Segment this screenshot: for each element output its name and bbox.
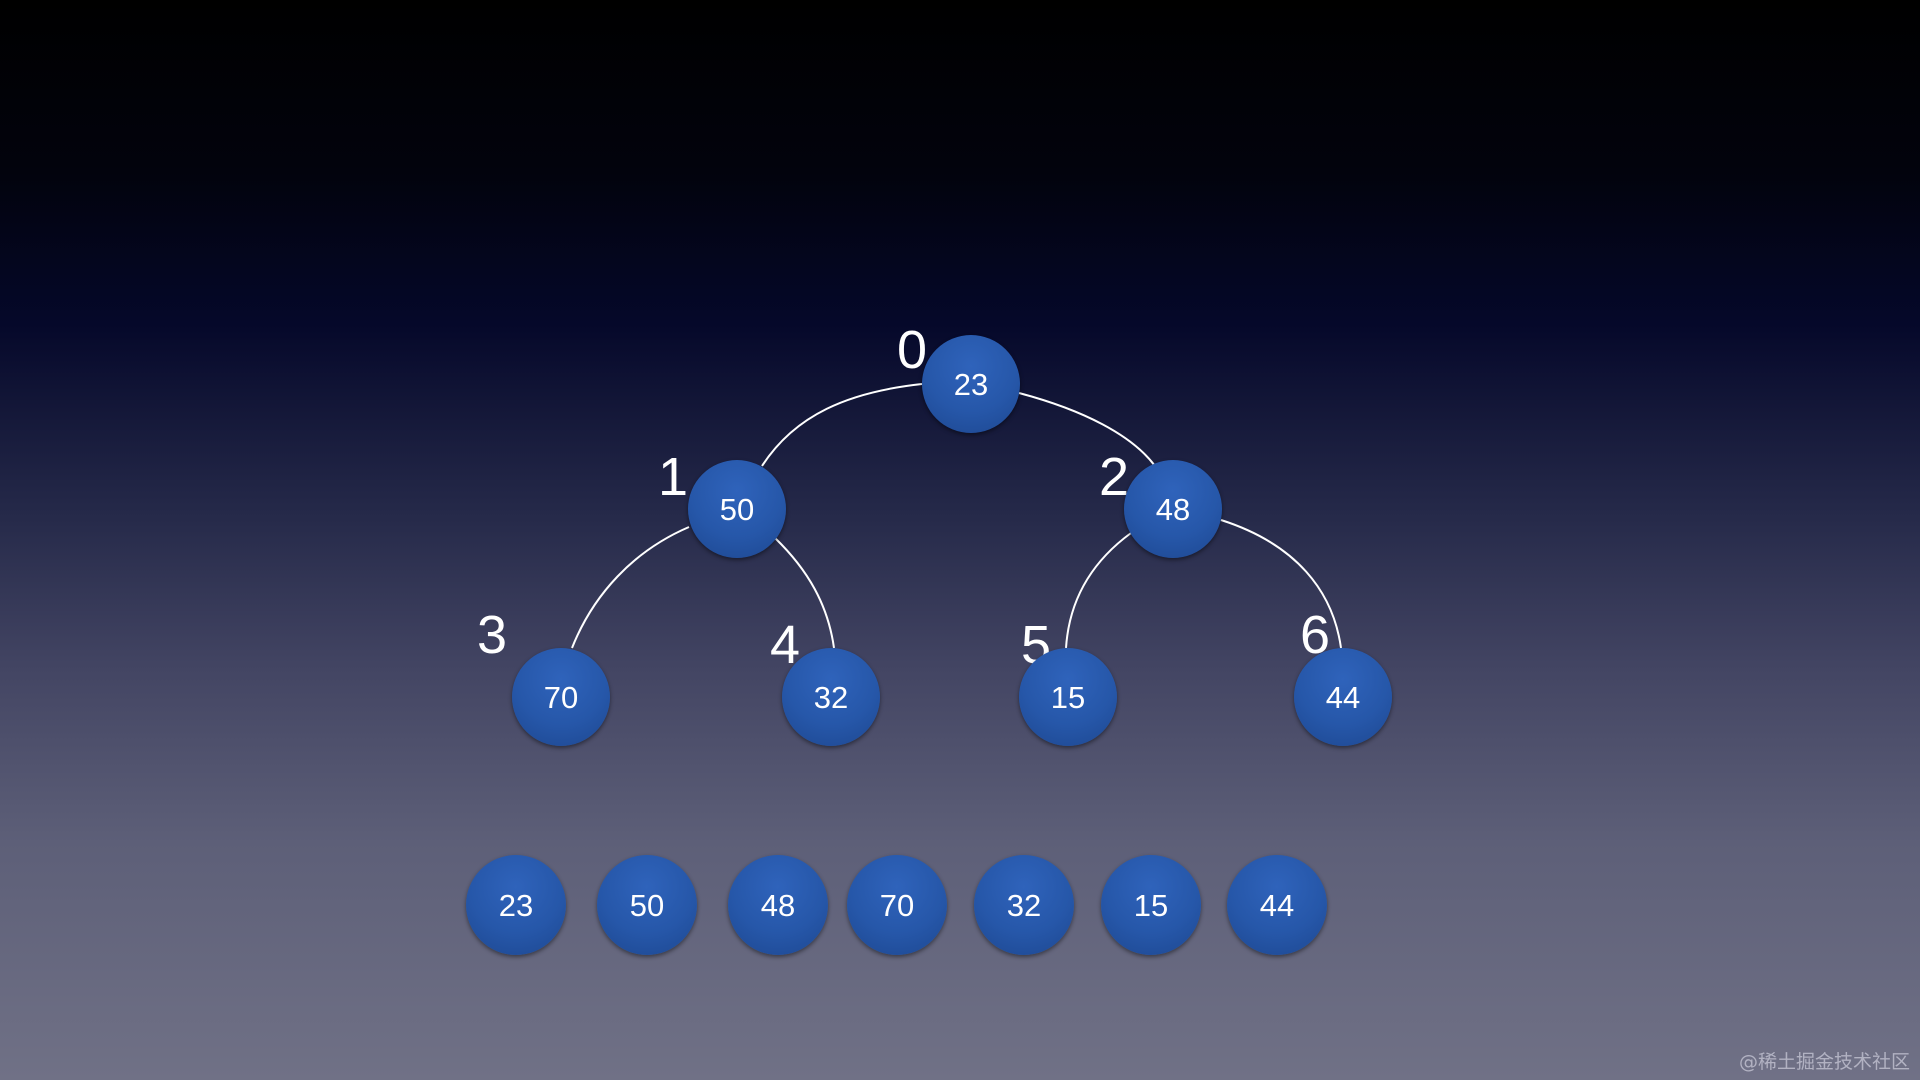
tree-node-1: 50 <box>688 460 786 558</box>
edge-0-1 <box>761 383 923 467</box>
edge-2-5 <box>1065 532 1132 649</box>
edge-0-2 <box>1018 392 1156 467</box>
array-cell-value: 70 <box>879 887 915 923</box>
edge-2-6 <box>1220 519 1342 649</box>
tree-node-value: 23 <box>953 366 989 402</box>
array-cell-1: 50 <box>597 855 697 955</box>
tree-node-5: 15 <box>1019 648 1117 746</box>
tree-node-value: 32 <box>813 679 849 715</box>
tree-node-3: 70 <box>512 648 610 746</box>
array-cell-6: 44 <box>1227 855 1327 955</box>
edge-1-3 <box>571 526 690 649</box>
index-label-1: 1 <box>657 447 689 507</box>
tree-node-value: 48 <box>1155 491 1191 527</box>
tree-node-4: 32 <box>782 648 880 746</box>
array-cell-0: 23 <box>466 855 566 955</box>
tree-node-2: 48 <box>1124 460 1222 558</box>
array-cell-value: 15 <box>1133 887 1169 923</box>
array-cell-value: 23 <box>498 887 534 923</box>
index-label-0: 0 <box>896 320 928 380</box>
array-cell-value: 44 <box>1259 887 1295 923</box>
tree-node-value: 44 <box>1325 679 1361 715</box>
tree-node-0: 23 <box>922 335 1020 433</box>
tree-node-6: 44 <box>1294 648 1392 746</box>
array-cell-2: 48 <box>728 855 828 955</box>
edge-1-4 <box>774 537 835 649</box>
tree-node-value: 70 <box>543 679 579 715</box>
array-cell-5: 15 <box>1101 855 1201 955</box>
index-label-2: 2 <box>1098 447 1130 507</box>
array-cell-value: 50 <box>629 887 665 923</box>
tree-node-value: 50 <box>719 491 755 527</box>
index-label-3: 3 <box>476 605 508 665</box>
watermark: @稀土掘金技术社区 <box>1738 1051 1910 1073</box>
array-cell-value: 32 <box>1006 887 1042 923</box>
tree-node-value: 15 <box>1050 679 1086 715</box>
array-cell-3: 70 <box>847 855 947 955</box>
array-cell-4: 32 <box>974 855 1074 955</box>
array-cell-value: 48 <box>760 887 796 923</box>
